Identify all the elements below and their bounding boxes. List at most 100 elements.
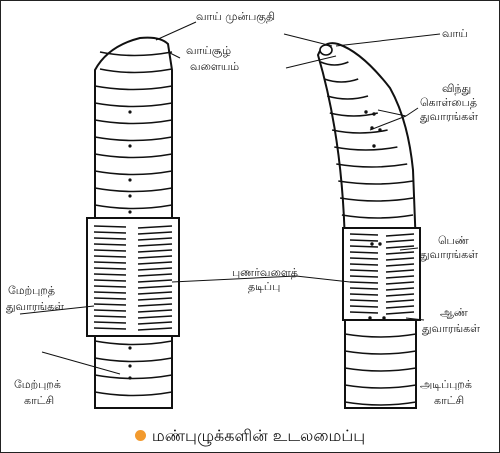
clitellum-hatch bbox=[349, 245, 379, 248]
clitellum-hatch bbox=[93, 309, 127, 312]
body-segment bbox=[344, 333, 417, 338]
clitellum-hatch bbox=[93, 279, 127, 282]
genital-pore bbox=[378, 128, 382, 132]
body-segment bbox=[344, 401, 417, 406]
clitellum-hatch bbox=[93, 237, 127, 240]
clitellum-hatch bbox=[137, 309, 173, 313]
genital-pore bbox=[364, 110, 368, 114]
genital-pore bbox=[378, 242, 382, 246]
body-segment bbox=[338, 180, 414, 185]
clitellum-hatch bbox=[349, 311, 379, 314]
clitellum-hatch bbox=[137, 255, 173, 259]
clitellum-hatch bbox=[93, 327, 127, 330]
label-spermathecal-line3: துவாரங்கள் bbox=[420, 110, 478, 123]
clitellum-hatch bbox=[93, 273, 127, 276]
clitellum-hatch bbox=[137, 303, 173, 307]
clitellum-hatch bbox=[385, 287, 415, 291]
ventral-view-worm bbox=[316, 42, 421, 409]
body-segment bbox=[94, 204, 173, 210]
label-female-pores-line2: துவாரங்கள் bbox=[420, 248, 478, 261]
label-clitellum-line1: புணர்வளைத் bbox=[232, 266, 298, 279]
clitellum-hatch bbox=[349, 239, 379, 242]
clitellum-hatch bbox=[137, 261, 173, 265]
body-segment bbox=[94, 374, 173, 380]
clitellum-hatch bbox=[349, 251, 379, 254]
dorsal-pore bbox=[128, 346, 132, 350]
body-segment bbox=[334, 146, 398, 151]
clitellum-hatch bbox=[93, 255, 127, 258]
body-segment bbox=[94, 153, 173, 159]
body-segment bbox=[344, 350, 417, 355]
label-dorsal-pores-line1: மேற்புறத் bbox=[8, 284, 55, 297]
genital-pore bbox=[372, 144, 376, 148]
body-segment bbox=[331, 129, 388, 134]
clitellum-hatch bbox=[137, 237, 173, 241]
clitellum-hatch bbox=[137, 297, 173, 301]
clitellum-hatch bbox=[349, 233, 379, 236]
label-ventral-view-line2: காட்சி bbox=[434, 394, 464, 407]
body-segment bbox=[94, 187, 173, 193]
clitellum-hatch bbox=[93, 231, 127, 234]
clitellum-hatch bbox=[93, 243, 127, 246]
body-segment bbox=[94, 391, 173, 397]
clitellum-hatch bbox=[385, 293, 415, 297]
clitellum-hatch bbox=[137, 285, 173, 289]
clitellum-hatch bbox=[93, 267, 127, 270]
genital-pore bbox=[368, 316, 372, 320]
clitellum-hatch bbox=[349, 305, 379, 308]
clitellum-hatch bbox=[137, 243, 173, 247]
clitellum-hatch bbox=[349, 257, 379, 260]
clitellum-hatch bbox=[137, 327, 173, 331]
body-segment bbox=[339, 197, 414, 202]
label-prostomium: வாய் முன்பகுதி bbox=[196, 10, 275, 25]
body-segment bbox=[324, 78, 359, 83]
clitellum-hatch bbox=[137, 267, 173, 271]
clitellum-hatch bbox=[385, 257, 415, 261]
clitellum-hatch bbox=[385, 311, 415, 315]
clitellum-hatch bbox=[349, 299, 379, 302]
body-segment bbox=[94, 357, 173, 363]
clitellum-hatch bbox=[137, 315, 173, 319]
label-mouth: வாய் bbox=[442, 27, 468, 40]
label-peristomium-line1: வாய்சூழ் bbox=[186, 44, 231, 58]
body-segment bbox=[344, 384, 417, 389]
clitellum-hatch bbox=[385, 251, 415, 255]
dorsal-pore bbox=[128, 376, 132, 380]
clitellum-hatch bbox=[137, 231, 173, 235]
label-male-pores-line2: துவாரங்கள் bbox=[422, 322, 480, 335]
body-segment bbox=[94, 340, 173, 346]
clitellum-hatch bbox=[349, 281, 379, 284]
clitellum-hatch bbox=[385, 281, 415, 285]
label-dorsal-pores-line2: துவாரங்கள் bbox=[6, 300, 64, 313]
clitellum-hatch bbox=[93, 249, 127, 252]
label-peristomium-line2: வளையம் bbox=[190, 60, 239, 73]
label-male-pores-line1: ஆண் bbox=[440, 306, 468, 319]
clitellum-hatch bbox=[385, 275, 415, 279]
body-segment bbox=[94, 119, 173, 125]
clitellum-hatch bbox=[137, 225, 173, 229]
body-segment bbox=[94, 136, 173, 142]
body-segment bbox=[344, 367, 417, 372]
clitellum-hatch bbox=[385, 233, 415, 237]
body-segment bbox=[336, 163, 408, 168]
clitellum-hatch bbox=[93, 261, 127, 264]
label-female-pores-line1: பெண் bbox=[438, 234, 469, 247]
label-dorsal-view-line2: காட்சி bbox=[24, 394, 54, 407]
clitellum-hatch bbox=[385, 305, 415, 309]
clitellum-hatch bbox=[349, 293, 379, 296]
clitellum-hatch bbox=[93, 225, 127, 228]
body-segment bbox=[326, 95, 369, 100]
dorsal-pore bbox=[128, 178, 132, 182]
clitellum-hatch bbox=[137, 321, 173, 325]
clitellum-hatch bbox=[93, 291, 127, 294]
leader-lines bbox=[19, 21, 441, 375]
clitellum-hatch bbox=[385, 245, 415, 249]
diagram-labels: வாய் முன்பகுதி வாய்சூழ் வளையம் வாய் விந்… bbox=[6, 10, 480, 407]
clitellum-hatch bbox=[93, 285, 127, 288]
body-segment bbox=[341, 214, 414, 219]
figure-caption: மண்புழுக்களின் உடலமைப்பு bbox=[0, 426, 500, 447]
clitellum-hatch bbox=[349, 275, 379, 278]
clitellum-hatch bbox=[385, 239, 415, 243]
body-segment bbox=[99, 68, 173, 74]
